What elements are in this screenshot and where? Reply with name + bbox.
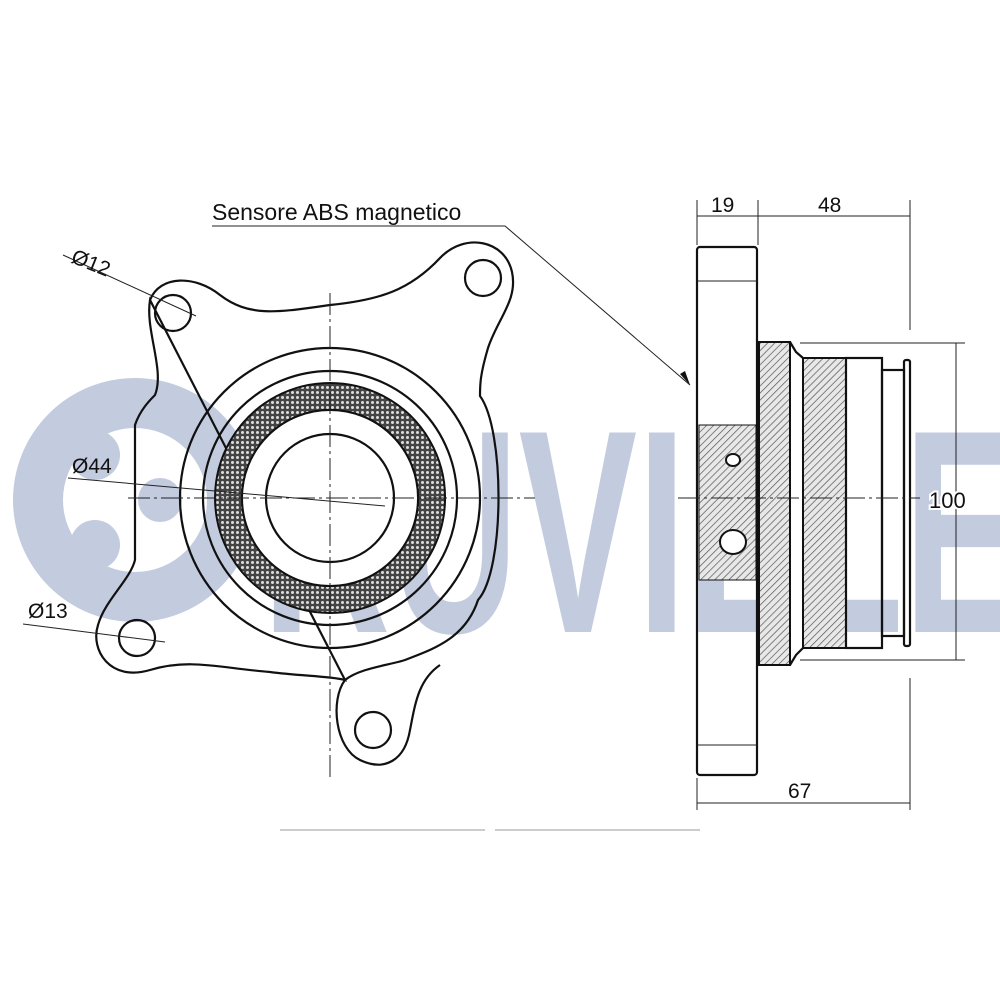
bolt-hole-bottom	[353, 710, 393, 750]
dim-flange-width: 19	[711, 194, 734, 217]
dim-hub-diameter: 100	[929, 488, 966, 513]
front-view	[95, 241, 535, 780]
bearing-section	[802, 357, 847, 649]
hub-section	[758, 341, 791, 666]
bolt-hole-bottom-left	[117, 618, 157, 658]
side-dimensions: 19 48 100 67	[696, 194, 968, 810]
ruville-watermark: RUVILLE	[13, 370, 1000, 694]
abs-sensor-section	[698, 424, 757, 581]
dim-hole-bottom: Ø13	[28, 600, 68, 623]
bolt-hole-top-right	[463, 258, 503, 298]
flange-side	[695, 245, 759, 777]
hub-lip	[902, 358, 912, 648]
sensor-callout: Sensore ABS magnetico	[212, 199, 691, 386]
dim-hub-length: 48	[818, 194, 841, 217]
dim-total-length: 67	[788, 780, 811, 803]
bolt-hole-top-left	[153, 293, 193, 333]
dim-hole-top: Ø12	[68, 245, 113, 281]
front-dimensions: Ø12 Ø44 Ø13	[22, 245, 386, 643]
dim-bore: Ø44	[72, 455, 112, 478]
sensor-label: Sensore ABS magnetico	[212, 199, 461, 225]
side-view	[678, 245, 920, 777]
